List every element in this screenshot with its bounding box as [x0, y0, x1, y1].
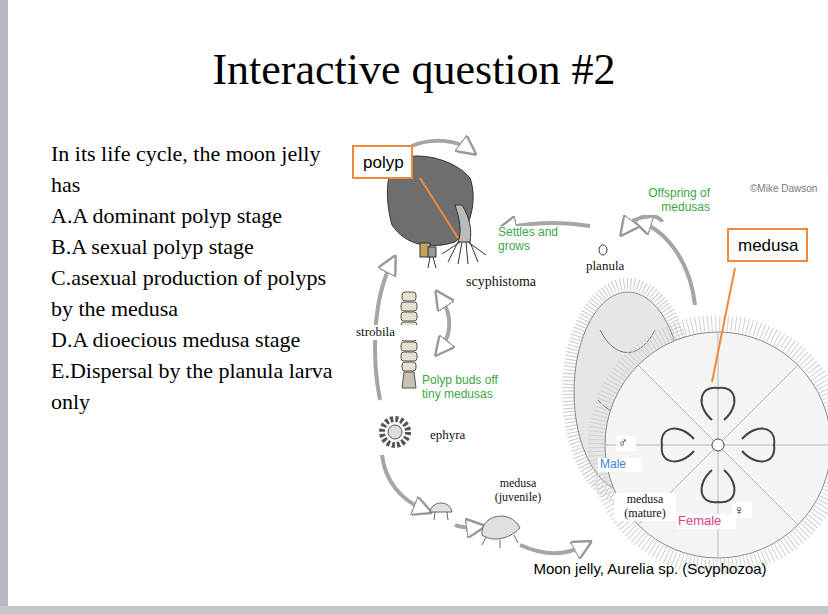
ephyra-drawing [382, 419, 408, 445]
sex-symbol: ♂ [616, 436, 636, 451]
question-block: In its life cycle, the moon jelly hasA.A… [51, 138, 339, 417]
stage-name: strobila [354, 325, 418, 340]
answer-option: B.A sexual polyp stage [51, 231, 339, 262]
leader-line [420, 178, 458, 238]
slide-bar [0, 606, 828, 614]
stage-name: medusa (juvenile) [484, 477, 552, 505]
stage-callout-box: polyp [352, 145, 413, 179]
process-note: Offspring of medusas [612, 187, 712, 215]
female-medusa-drawing [596, 323, 828, 567]
sex-label: Female [676, 514, 736, 529]
process-note: Polyp buds off tiny medusas [420, 374, 520, 402]
strobila-drawing [401, 292, 417, 388]
callout-text: polyp [363, 153, 402, 173]
scyphistoma-drawing [420, 205, 486, 268]
stage-name: planula [584, 259, 648, 274]
answer-option: A.A dominant polyp stage [51, 200, 339, 231]
process-note: Settles and grows [496, 226, 566, 254]
figure-caption: Moon jelly, Aurelia sp. (Scyphozoa) [500, 560, 800, 577]
stage-name: scyphistoma [464, 274, 558, 290]
slide-title: Interactive question #2 [0, 44, 828, 95]
callout-text: medusa [738, 236, 797, 256]
copyright-note: ©Mike Dawson [748, 183, 828, 195]
slide-bar [0, 0, 8, 614]
stage-name: ephyra [428, 428, 492, 443]
answer-option: E.Dispersal by the planula larva only [51, 355, 339, 417]
sex-label: Male [598, 458, 642, 472]
stage-name: medusa (mature) [614, 493, 676, 521]
leader-line [712, 268, 735, 382]
juvenile-medusa-drawing [430, 503, 520, 548]
answer-option: C.asexual production of polyps by the me… [51, 262, 339, 324]
answer-option: D.A dioecious medusa stage [51, 324, 339, 355]
stage-callout-box: medusa [727, 228, 808, 262]
planula-drawing [599, 245, 607, 255]
question-text: In its life cycle, the moon jelly has [51, 138, 339, 200]
